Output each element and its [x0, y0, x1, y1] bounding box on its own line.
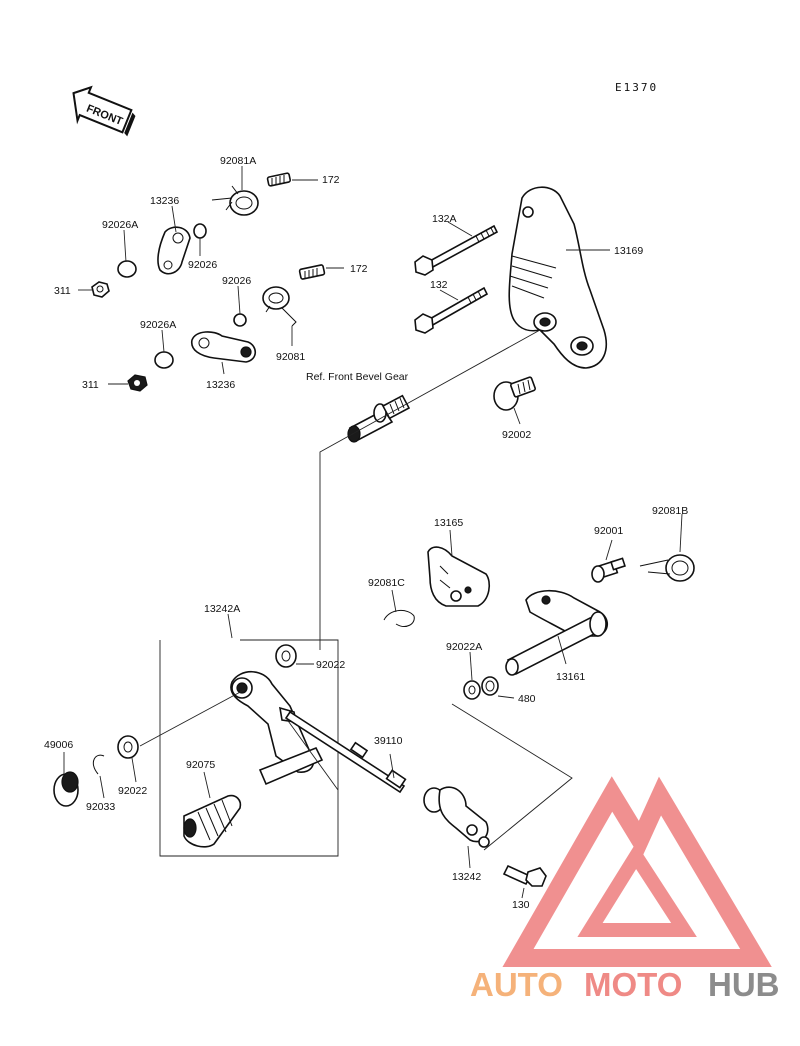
- label-39110: 39110: [374, 735, 403, 747]
- label-13161: 13161: [556, 671, 585, 683]
- label-92026A-lower: 92026A: [140, 319, 176, 331]
- watermark-auto: AUTO: [470, 966, 563, 1003]
- label-13165: 13165: [434, 517, 463, 529]
- spring-92081: [262, 286, 297, 327]
- label-311-lower: 311: [82, 379, 99, 391]
- automotohub-logo: [502, 776, 772, 967]
- pin-92001: [591, 557, 626, 583]
- label-92002: 92002: [502, 429, 531, 441]
- front-arrow-icon: FRONT: [72, 85, 136, 137]
- shaft-13161: [505, 589, 609, 676]
- bracket-13169: [508, 186, 608, 369]
- washer-92026A-lower: [154, 351, 174, 369]
- joint-13242: [423, 786, 490, 848]
- label-172-lower: 172: [350, 263, 368, 275]
- label-92001: 92001: [594, 525, 623, 537]
- label-13236-upper: 13236: [150, 195, 179, 207]
- label-49006: 49006: [44, 739, 73, 751]
- bolt-172-upper: [266, 172, 292, 187]
- part-labels: 92081A 172 13236 92026A 92026 311 92026 …: [44, 155, 688, 911]
- clip-92033: [92, 754, 105, 775]
- arm-13236-upper: [157, 226, 191, 275]
- cap-49006: [53, 771, 79, 807]
- bolt-132A: [414, 224, 499, 276]
- label-13236-lower: 13236: [206, 379, 235, 391]
- label-92081: 92081: [276, 351, 305, 363]
- label-ref-front-bevel-gear: Ref. Front Bevel Gear: [306, 371, 409, 383]
- label-92075: 92075: [186, 759, 215, 771]
- label-92022-lower: 92022: [118, 785, 147, 797]
- bolt-130: [502, 864, 547, 887]
- washer-92026-lower: [233, 313, 247, 327]
- label-172-upper: 172: [322, 174, 340, 186]
- label-92026A-upper: 92026A: [102, 219, 138, 231]
- nut-311-lower: [127, 374, 148, 392]
- upper-linkage-group: [91, 172, 326, 392]
- watermark-hub: HUB: [708, 966, 780, 1003]
- nut-311-upper: [91, 281, 110, 298]
- spring-92081A: [211, 185, 259, 216]
- bolt-132: [414, 286, 489, 334]
- label-92081B: 92081B: [652, 505, 688, 517]
- circlip-480: [481, 676, 499, 696]
- spring-92081B: [639, 554, 695, 582]
- label-13169: 13169: [614, 245, 643, 257]
- bolt-172-lower: [298, 264, 326, 280]
- label-92026-upper: 92026: [188, 259, 217, 271]
- diagram-code: E1370: [615, 81, 658, 94]
- washer-92026-upper: [193, 223, 207, 239]
- label-92022-upper: 92022: [316, 659, 345, 671]
- label-130: 130: [512, 899, 530, 911]
- plate-13165: [427, 546, 491, 607]
- leader-lines: [63, 166, 683, 899]
- label-92081C: 92081C: [368, 577, 405, 589]
- label-13242: 13242: [452, 871, 481, 883]
- label-480: 480: [518, 693, 536, 705]
- clip-92081C: [383, 610, 415, 627]
- label-13242A: 13242A: [204, 603, 240, 615]
- washer-92022-lower: [117, 735, 139, 759]
- pedal-13242A: [230, 670, 324, 786]
- footpeg-rubber-92075: [183, 794, 242, 848]
- bolt-92002: [493, 376, 536, 411]
- shaft-front-bevel-gear: [347, 394, 411, 443]
- label-92022A: 92022A: [446, 641, 482, 653]
- washer-92026A-upper: [117, 260, 137, 278]
- label-311-upper: 311: [54, 285, 71, 297]
- label-92081A: 92081A: [220, 155, 256, 167]
- arm-13236-lower: [190, 331, 257, 363]
- label-92026-lower: 92026: [222, 275, 251, 287]
- label-92033: 92033: [86, 801, 115, 813]
- washer-92022A: [463, 680, 481, 700]
- watermark-moto: MOTO: [584, 966, 682, 1003]
- washer-92022-upper: [275, 644, 297, 668]
- label-132A: 132A: [432, 213, 457, 225]
- label-132: 132: [430, 279, 448, 291]
- tie-rod-39110: [284, 710, 407, 794]
